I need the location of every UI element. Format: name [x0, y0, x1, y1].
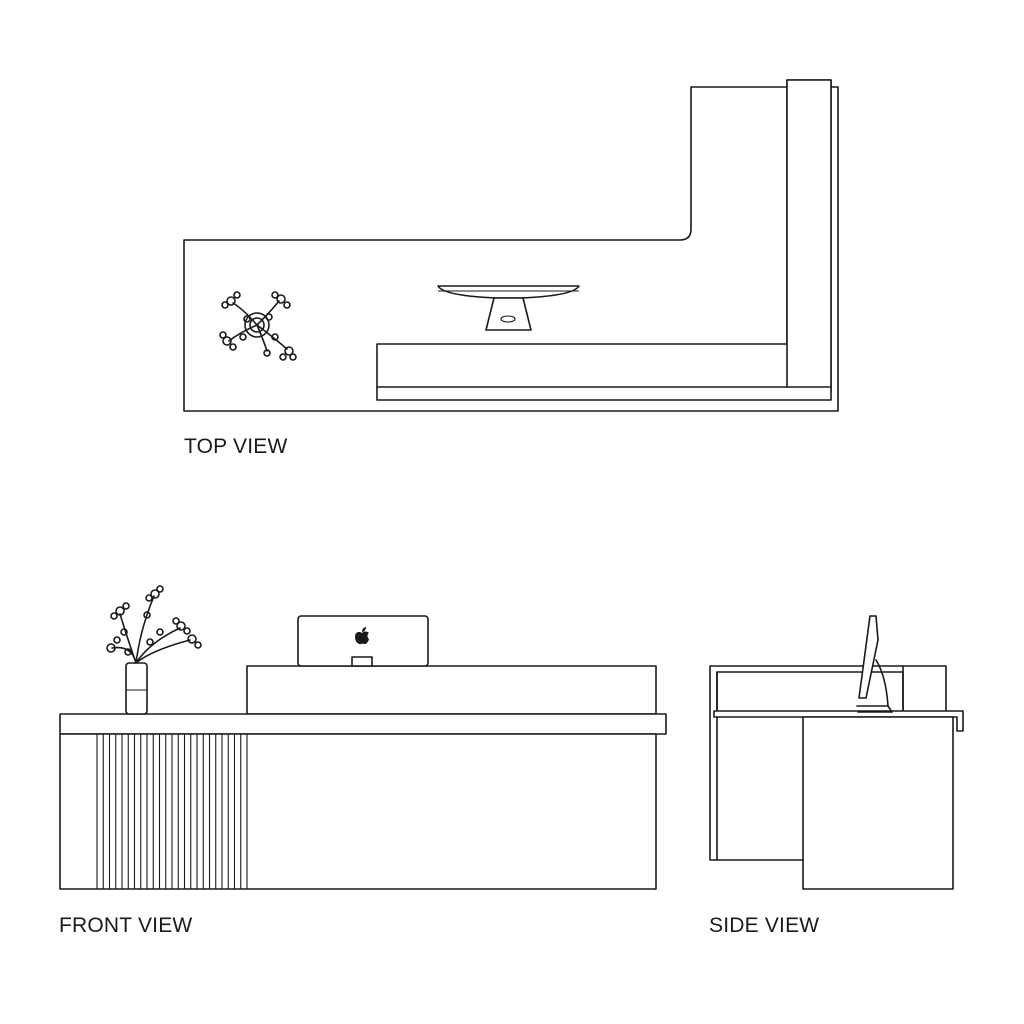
side-monitor [856, 615, 893, 713]
top-view [183, 79, 839, 412]
apple-logo-icon [355, 627, 369, 645]
front-desktop [59, 713, 667, 735]
flower-vase-icon [219, 291, 297, 361]
front-desk-body [59, 733, 657, 890]
front-flower-vase [106, 585, 202, 715]
front-monitor [297, 615, 429, 667]
side-pedestal [802, 716, 954, 890]
side-work-surface [713, 710, 964, 732]
side-view [709, 615, 964, 890]
front-raised-counter [246, 665, 657, 715]
monitor-icon [437, 285, 580, 331]
top-desk-outline [183, 86, 839, 412]
front-view-label: FRONT VIEW [59, 914, 193, 937]
front-slat-panel [96, 734, 248, 889]
top-view-label: TOP VIEW [184, 435, 288, 458]
front-view [59, 585, 667, 890]
side-view-label: SIDE VIEW [709, 914, 820, 937]
